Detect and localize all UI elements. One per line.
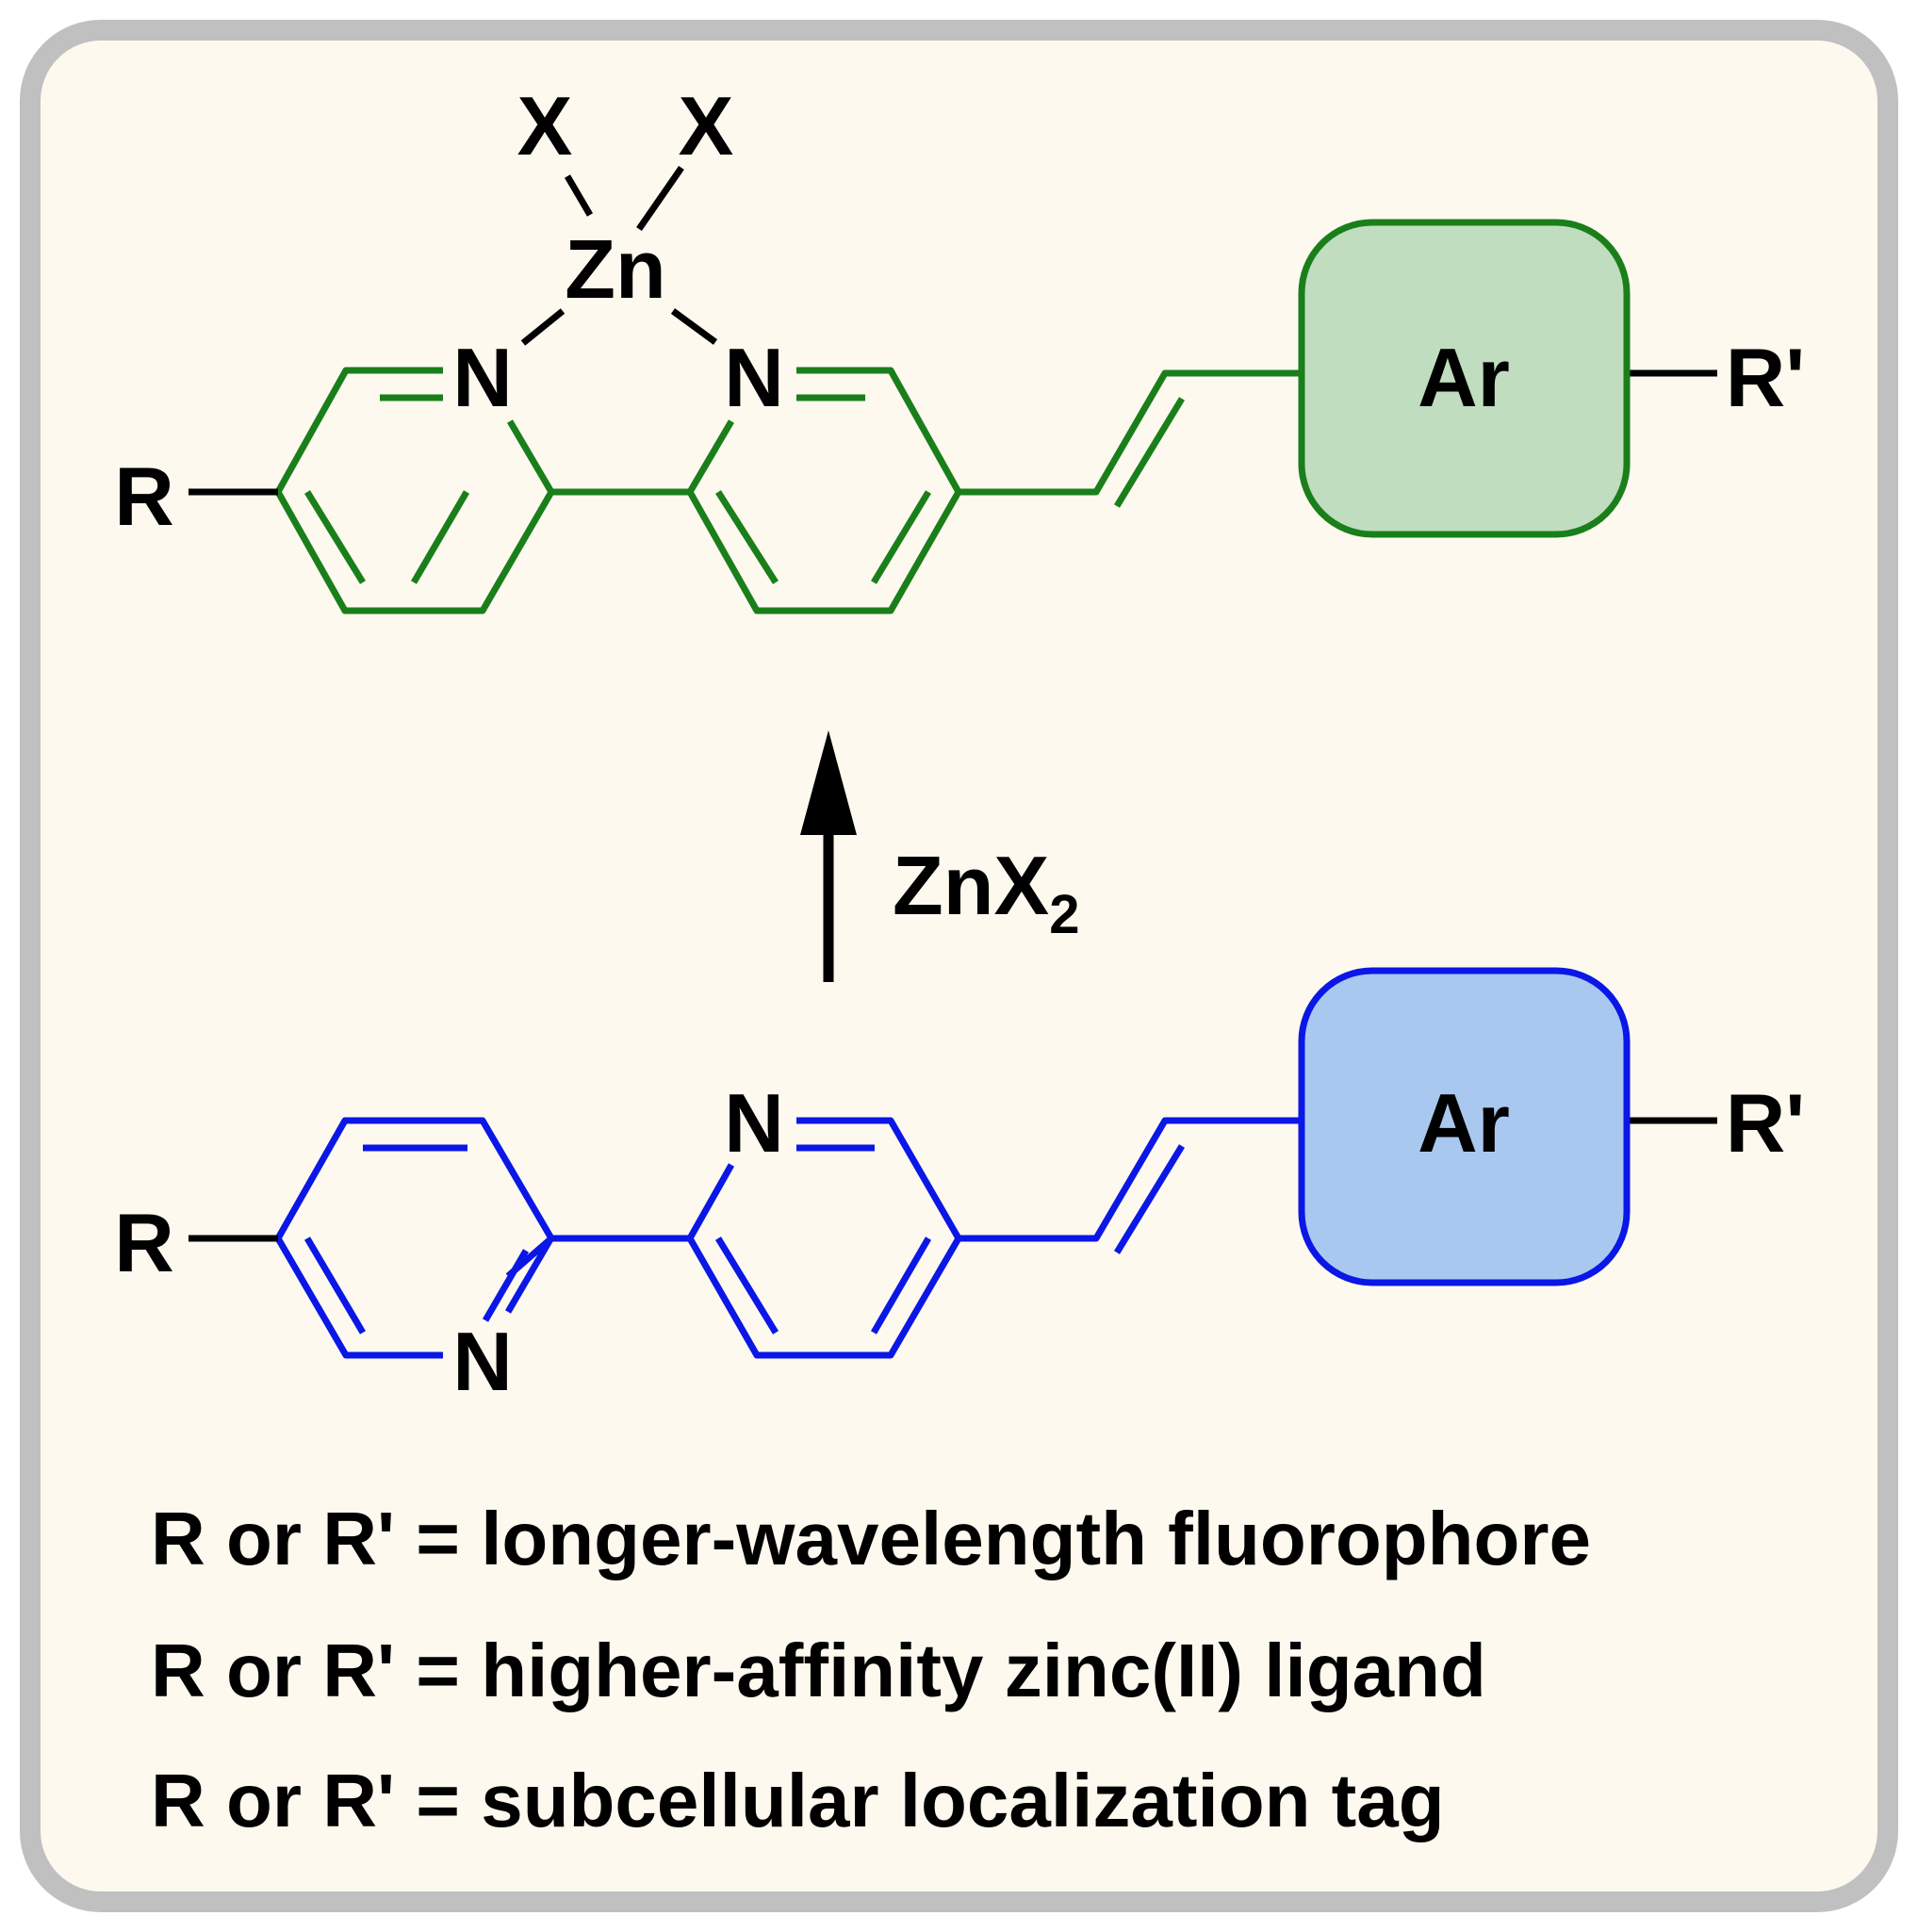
complex-n-right: N xyxy=(724,331,784,424)
ligand-n-bottom: N xyxy=(452,1315,513,1408)
ligand-bonds xyxy=(274,1117,1301,1359)
reagent-main: ZnX xyxy=(893,839,1049,932)
zinc-complex: X X Zn N N R Ar R' xyxy=(114,79,1805,614)
complex-bonds xyxy=(274,367,1301,614)
legend-line-1: R or R' = longer-wavelength fluorophore xyxy=(151,1497,1591,1580)
reaction-arrow: ZnX2 xyxy=(800,730,1079,982)
legend-line-2: R or R' = higher-affinity zinc(II) ligan… xyxy=(151,1629,1486,1712)
ligand-aryl-label: Ar xyxy=(1418,1076,1510,1170)
complex-aryl-label: Ar xyxy=(1418,331,1510,424)
arrow-head xyxy=(800,730,857,835)
ligand-aryl-box xyxy=(1298,967,1631,1286)
free-ligand: N N R Ar R' xyxy=(114,967,1805,1408)
ligand-n-top: N xyxy=(724,1076,784,1170)
complex-r-right: R' xyxy=(1726,331,1805,424)
complex-r-left: R xyxy=(114,450,174,543)
complex-x-right: X xyxy=(679,79,734,172)
ligand-black-bonds xyxy=(189,1117,1717,1242)
legend: R or R' = longer-wavelength fluorophore … xyxy=(151,1497,1591,1842)
reagent-label: ZnX2 xyxy=(893,839,1079,945)
complex-n-left: N xyxy=(452,331,513,424)
complex-aryl-box xyxy=(1298,219,1631,538)
ligand-r-right: R' xyxy=(1726,1076,1805,1170)
ligand-r-left: R xyxy=(114,1196,174,1289)
legend-line-3: R or R' = subcellular localization tag xyxy=(151,1759,1445,1842)
complex-x-left: X xyxy=(517,79,573,172)
complex-zn: Zn xyxy=(565,222,666,316)
reagent-subscript: 2 xyxy=(1049,884,1079,945)
complex-black-bonds xyxy=(189,166,1717,496)
